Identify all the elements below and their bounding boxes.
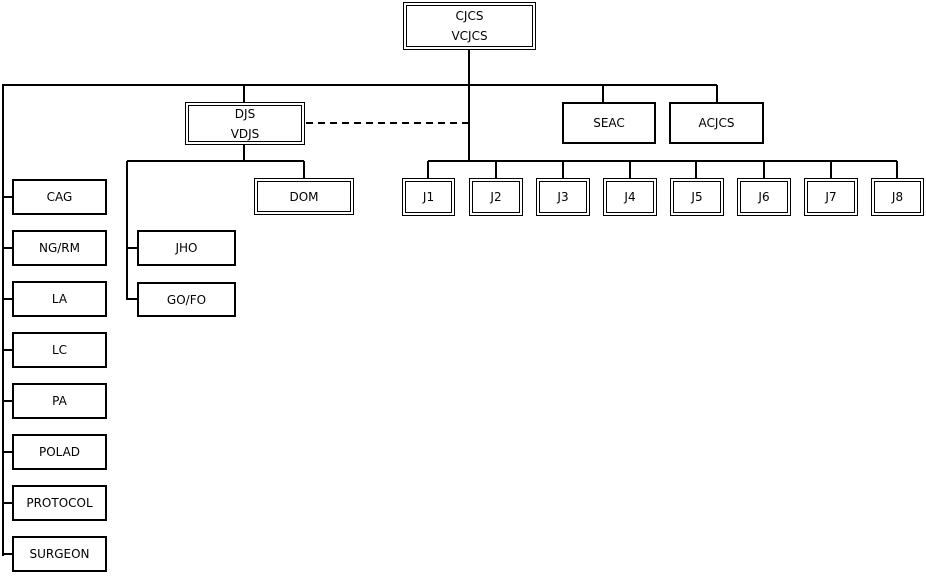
directorate-label: J8 bbox=[891, 190, 904, 204]
acjcs-box: ACJCS bbox=[669, 102, 764, 144]
seac-box: SEAC bbox=[562, 102, 656, 144]
staff-label: POLAD bbox=[38, 445, 81, 459]
staff-box-lc: LC bbox=[12, 332, 107, 368]
staff-label: NG/RM bbox=[38, 241, 80, 255]
staff-box-ngrm: NG/RM bbox=[12, 230, 107, 266]
seac-label: SEAC bbox=[593, 116, 625, 130]
staff-label: SURGEON bbox=[29, 547, 90, 561]
directorate-label: J7 bbox=[825, 190, 837, 204]
djs-label: DJS bbox=[234, 106, 256, 121]
staff-box-protocol: PROTOCOL bbox=[12, 485, 107, 521]
staff-label: LC bbox=[51, 343, 68, 357]
staff-box-polad: POLAD bbox=[12, 434, 107, 470]
staff-label: PA bbox=[52, 394, 67, 408]
staff-label: CAG bbox=[46, 190, 73, 204]
djs-box: DJS VDJS bbox=[185, 102, 305, 145]
staff-box-cag: CAG bbox=[12, 179, 107, 215]
staff-box-la: LA bbox=[12, 281, 107, 317]
directorate-box: J8 bbox=[871, 178, 924, 216]
directorate-label: J5 bbox=[691, 190, 703, 204]
cjcs-label: CJCS bbox=[455, 9, 484, 23]
directorate-label: J2 bbox=[490, 190, 502, 204]
staff-label: PROTOCOL bbox=[26, 496, 93, 510]
directorate-box: J7 bbox=[804, 178, 858, 216]
directorate-box: J4 bbox=[603, 178, 657, 216]
directorate-label: J3 bbox=[557, 190, 569, 204]
staff-box-pa: PA bbox=[12, 383, 107, 419]
dom-box: DOM bbox=[254, 178, 354, 215]
vcjcs-label: VCJCS bbox=[451, 29, 488, 43]
acjcs-label: ACJCS bbox=[698, 116, 735, 130]
directorate-box: J6 bbox=[737, 178, 791, 216]
directorate-label: J1 bbox=[422, 190, 435, 204]
directorate-box: J5 bbox=[670, 178, 724, 216]
cjcs-box: CJCS VCJCS bbox=[403, 2, 536, 50]
staff-label: LA bbox=[51, 292, 68, 306]
gofo-box: GO/FO bbox=[137, 282, 236, 317]
gofo-label: GO/FO bbox=[166, 292, 207, 307]
staff-box-surgeon: SURGEON bbox=[12, 536, 107, 572]
directorate-box: J1 bbox=[402, 178, 455, 216]
directorate-box: J2 bbox=[469, 178, 523, 216]
directorate-box: J3 bbox=[536, 178, 590, 216]
jho-box: JHO bbox=[137, 230, 236, 266]
vdjs-label: VDJS bbox=[230, 126, 260, 141]
jho-label: JHO bbox=[175, 241, 198, 255]
directorate-label: J4 bbox=[624, 190, 636, 204]
directorate-label: J6 bbox=[758, 190, 770, 204]
dom-label: DOM bbox=[289, 189, 319, 204]
